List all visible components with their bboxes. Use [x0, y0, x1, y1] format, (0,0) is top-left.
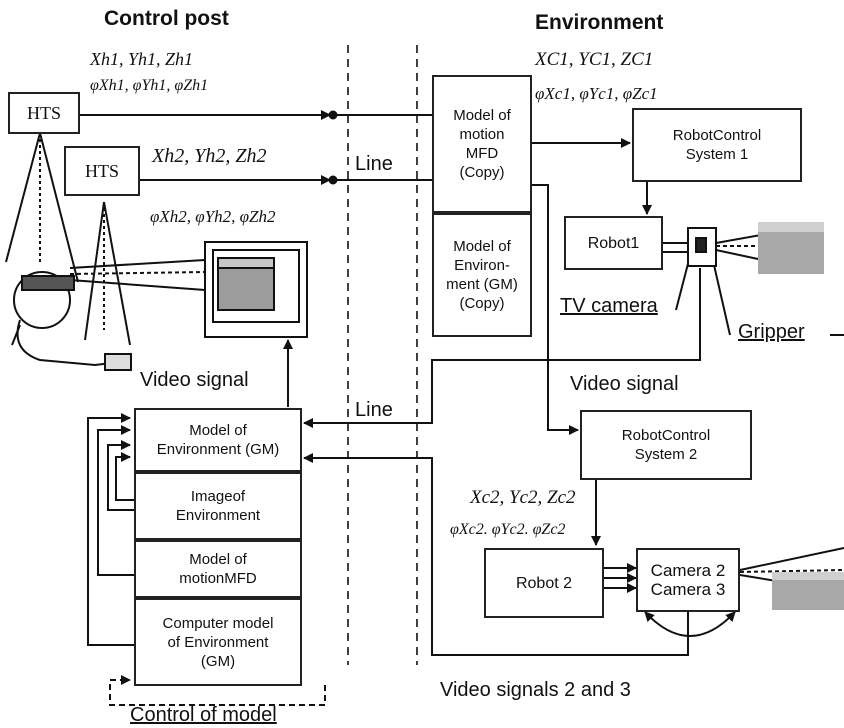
coords-c2-rot: φXc2. φYc2. φZc2	[450, 521, 566, 538]
video-signal-left-label: Video signal	[140, 369, 249, 391]
robot2-box: Robot 2	[484, 548, 604, 618]
target-block-1	[758, 222, 824, 274]
robot1-box: Robot1	[564, 216, 663, 270]
model-of-environment-copy-box: Model of Environ- ment (GM) (Copy)	[432, 213, 532, 337]
robot-control-system-1-box: RobotControl System 1	[632, 108, 802, 182]
video-signal-right-label: Video signal	[570, 373, 679, 395]
camera2-label: Camera 2	[650, 561, 726, 580]
heading-environment: Environment	[535, 11, 664, 34]
coords-c1-rot: φXc1, φYc1, φZc1	[535, 84, 658, 103]
camera-unit-box: Camera 2 Camera 3	[636, 548, 740, 612]
coords-h1-rot: φXh1, φYh1, φZh1	[90, 77, 209, 94]
hts-box-1: HTS	[8, 92, 80, 134]
coords-h2-pos: Xh2, Yh2, Zh2	[152, 145, 267, 167]
control-of-model-label: Control of model	[130, 704, 277, 726]
image-of-environment-box: Imageof Environment	[134, 472, 302, 540]
model-of-motion-mfd-box: Model of motionMFD	[134, 540, 302, 598]
coords-c2-pos: Xc2, Yc2, Zc2	[470, 487, 576, 508]
model-of-environment-box: Model of Environment (GM)	[134, 408, 302, 472]
line-label-top: Line	[355, 153, 393, 175]
junction-dot-2	[328, 175, 338, 185]
hts-box-2: HTS	[64, 146, 140, 196]
coords-c1-pos: XC1, YC1, ZC1	[535, 49, 654, 70]
control-of-model-loop	[109, 675, 326, 706]
junction-dot-1	[328, 110, 338, 120]
heading-control-post: Control post	[104, 7, 229, 30]
camera3-label: Camera 3	[650, 580, 726, 599]
coords-h2-rot: φXh2, φYh2, φZh2	[150, 207, 276, 226]
gripper-device	[687, 227, 717, 267]
tv-camera-label: TV camera	[560, 295, 658, 317]
display-monitor	[204, 241, 308, 338]
computer-model-box: Computer model of Environment (GM)	[134, 598, 302, 686]
model-of-motion-copy-box: Model of motion MFD (Copy)	[432, 75, 532, 213]
operator-figure	[11, 271, 132, 371]
gripper-label: Gripper	[738, 321, 805, 343]
motion-to-rcs2-arrow	[532, 184, 579, 435]
camera-swing-arc	[644, 611, 736, 637]
robot-control-system-2-box: RobotControl System 2	[580, 410, 752, 480]
target-block-2	[772, 572, 844, 610]
video-signals-2-3-label: Video signals 2 and 3	[440, 679, 631, 701]
line-label-mid: Line	[355, 399, 393, 421]
video-signal-return	[303, 268, 701, 428]
coords-h1-pos: Xh1, Yh1, Zh1	[90, 49, 194, 69]
